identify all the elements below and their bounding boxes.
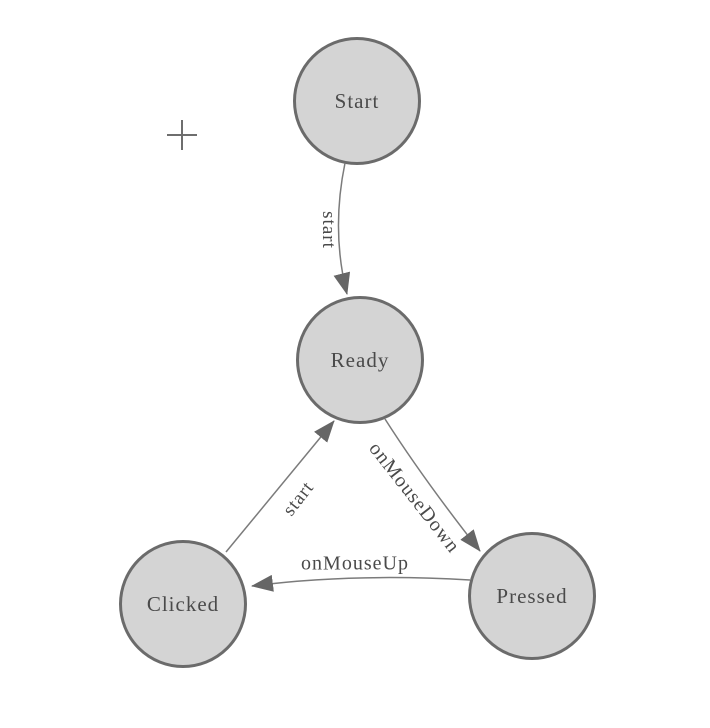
state-node-clicked[interactable]: Clicked [119, 540, 247, 668]
plus-icon[interactable] [167, 120, 197, 150]
edge-label-onmouseup: onMouseUp [301, 552, 409, 575]
edge-label-start-to-ready: start [318, 211, 339, 249]
state-node-pressed[interactable]: Pressed [468, 532, 596, 660]
edge-pressed-to-clicked [251, 574, 471, 592]
edge-clicked-to-ready [225, 420, 335, 553]
edge-label-onmousedown: onMouseDown [364, 437, 465, 558]
edge-label-clicked-to-ready: start [278, 477, 319, 521]
node-label-pressed: Pressed [496, 583, 568, 608]
edge-start-to-ready [333, 162, 351, 295]
node-label-ready: Ready [330, 347, 390, 372]
state-node-start[interactable]: Start [293, 37, 421, 165]
node-label-start: Start [334, 88, 380, 113]
node-label-clicked: Clicked [146, 591, 220, 616]
state-node-ready[interactable]: Ready [296, 296, 424, 424]
